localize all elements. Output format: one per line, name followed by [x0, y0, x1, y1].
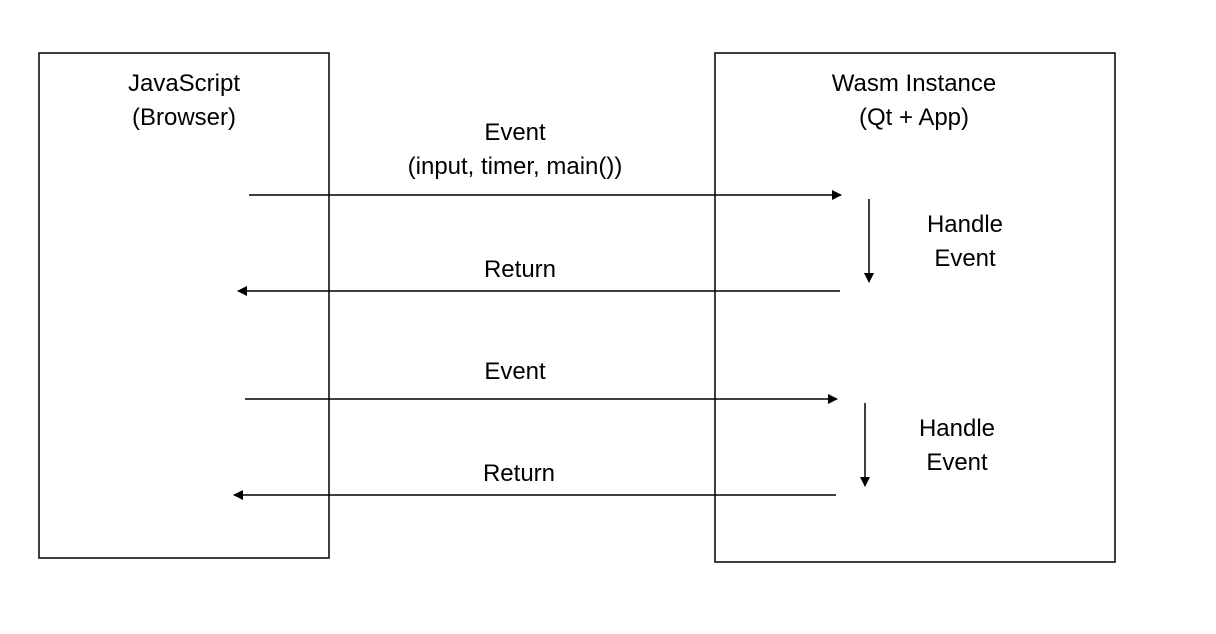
- wasm-box-title: Wasm Instance: [832, 70, 997, 97]
- event-label-2: Event: [484, 358, 546, 385]
- handle-label-2-detail: Event: [926, 449, 988, 476]
- wasm-instance-box: [714, 52, 1116, 563]
- handle-label-2: Handle: [919, 415, 995, 442]
- event-label-1: Event: [484, 119, 546, 146]
- handle-label-1-detail: Event: [934, 245, 996, 272]
- handle-label-1: Handle: [927, 211, 1003, 238]
- javascript-browser-box: [38, 52, 330, 559]
- return-label-1: Return: [484, 256, 556, 283]
- javascript-box-subtitle: (Browser): [132, 104, 236, 131]
- event-label-1-detail: (input, timer, main()): [408, 153, 623, 180]
- return-label-2: Return: [483, 460, 555, 487]
- javascript-box-title: JavaScript: [128, 70, 240, 97]
- wasm-box-subtitle: (Qt + App): [859, 104, 969, 131]
